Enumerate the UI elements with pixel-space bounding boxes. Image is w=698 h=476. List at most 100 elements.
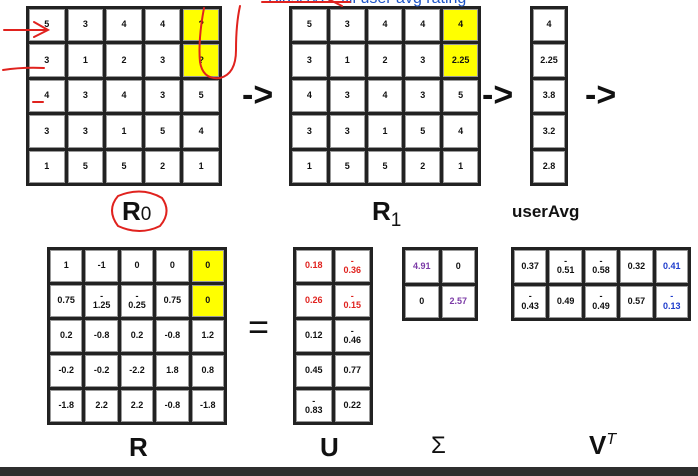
label-sigma: Σ	[431, 432, 446, 459]
vt-cell-1-2: - 0.49	[584, 285, 618, 318]
vt-cell-1-3: 0.57	[620, 285, 653, 318]
vt-cell-0-1: - 0.51	[549, 250, 582, 283]
sigma-cell-1-1: 2.57	[441, 285, 475, 318]
r-cell-3-3: 1.8	[156, 355, 189, 387]
r-cell-1-4: 0	[191, 285, 224, 317]
r1-cell-3-1: 3	[329, 115, 365, 148]
r0-cell-2-2: 4	[106, 79, 142, 113]
arrow-r1-to-useravg: ->	[482, 76, 514, 114]
r0-cell-1-4: ?	[183, 44, 219, 77]
vt-cell-0-4: 0.41	[655, 250, 688, 283]
r1-cell-2-4: 5	[443, 79, 478, 113]
r1-cell-0-1: 3	[329, 9, 365, 42]
r1-cell-4-0: 1	[292, 150, 327, 183]
r-cell-4-1: 2.2	[85, 390, 118, 422]
u-cell-3-1: 0.77	[334, 355, 370, 387]
u-cell-0-1: - 0.36	[334, 250, 370, 282]
r1-cell-3-3: 5	[405, 115, 441, 148]
r-cell-0-1: -1	[85, 250, 118, 282]
r-cell-4-4: -1.8	[191, 390, 224, 422]
r1-cell-1-4: 2.25	[443, 44, 478, 77]
u-cell-2-0: 0.12	[296, 320, 332, 352]
equals-sign: =	[248, 306, 270, 347]
r-cell-1-0: 0.75	[50, 285, 83, 317]
r1-cell-2-3: 3	[405, 79, 441, 113]
r0-cell-1-0: 3	[29, 44, 65, 77]
label-vt: VT	[589, 430, 616, 461]
r-cell-1-2: - 0.25	[120, 285, 154, 317]
r-cell-0-3: 0	[156, 250, 189, 282]
label-r1-sub: 1	[390, 210, 402, 231]
label-vt-sup: T	[606, 431, 617, 448]
r0-cell-2-3: 3	[144, 79, 181, 113]
arrow-r0-to-r1: ->	[242, 76, 274, 114]
r-cell-3-4: 0.8	[191, 355, 224, 387]
label-r1-main: R	[372, 196, 391, 226]
r0-cell-4-2: 5	[106, 150, 142, 183]
r0-cell-0-3: 4	[144, 9, 181, 42]
r-cell-2-3: -0.8	[156, 320, 189, 352]
r1-cell-1-1: 1	[329, 44, 365, 77]
user-avg-cell-4-0: 2.8	[533, 150, 565, 183]
r0-cell-3-3: 5	[144, 115, 181, 148]
r0-cell-3-0: 3	[29, 115, 65, 148]
u-cell-2-1: - 0.46	[334, 320, 370, 352]
u-cell-3-0: 0.45	[296, 355, 332, 387]
vt-cell-1-4: - 0.13	[655, 285, 688, 318]
u-cell-4-0: - 0.83	[296, 390, 332, 422]
r1-cell-1-2: 2	[367, 44, 403, 77]
r1-cell-4-1: 5	[329, 150, 365, 183]
r0-cell-2-4: 5	[183, 79, 219, 113]
u-cell-4-1: 0.22	[334, 390, 370, 422]
r-cell-1-3: 0.75	[156, 285, 189, 317]
sigma-cell-0-1: 0	[441, 250, 475, 283]
r1-cell-0-2: 4	[367, 9, 403, 42]
r-cell-1-1: - 1.25	[85, 285, 118, 317]
u-cell-1-1: - 0.15	[334, 285, 370, 317]
r-cell-2-1: -0.8	[85, 320, 118, 352]
label-r: R	[129, 432, 148, 462]
r1-cell-4-2: 5	[367, 150, 403, 183]
r1-cell-1-3: 3	[405, 44, 441, 77]
label-r0: R0	[122, 196, 151, 227]
r0-cell-2-0: 4	[29, 79, 65, 113]
r-cell-4-0: -1.8	[50, 390, 83, 422]
r-cell-2-0: 0.2	[50, 320, 83, 352]
r-cell-0-0: 1	[50, 250, 83, 282]
vt-cell-0-0: 0.37	[514, 250, 547, 283]
bottom-bar	[0, 467, 698, 476]
label-u: U	[320, 432, 339, 462]
r0-cell-3-1: 3	[67, 115, 104, 148]
r-cell-2-4: 1.2	[191, 320, 224, 352]
r0-cell-3-2: 1	[106, 115, 142, 148]
r1-cell-1-0: 3	[292, 44, 327, 77]
r1-cell-0-4: 4	[443, 9, 478, 42]
u-cell-1-0: 0.26	[296, 285, 332, 317]
r0-cell-0-2: 4	[106, 9, 142, 42]
r0-cell-4-0: 1	[29, 150, 65, 183]
r1-cell-3-4: 4	[443, 115, 478, 148]
r0-cell-2-1: 3	[67, 79, 104, 113]
r0-cell-4-3: 2	[144, 150, 181, 183]
r1-cell-3-0: 3	[292, 115, 327, 148]
u-cell-0-0: 0.18	[296, 250, 332, 282]
r1-cell-2-0: 4	[292, 79, 327, 113]
user-avg-cell-1-0: 2.25	[533, 44, 565, 77]
label-r1: R1	[372, 196, 401, 231]
user-avg-cell-0-0: 4	[533, 9, 565, 42]
r0-cell-1-2: 2	[106, 44, 142, 77]
r1-cell-2-1: 3	[329, 79, 365, 113]
vt-cell-1-0: - 0.43	[514, 285, 547, 318]
caption-annotation: BiasSVD: fill user avg rating	[268, 0, 466, 8]
user-avg-cell-2-0: 3.8	[533, 79, 565, 113]
r-cell-4-2: 2.2	[120, 390, 154, 422]
user-avg-cell-3-0: 3.2	[533, 115, 565, 148]
r-cell-0-2: 0	[120, 250, 154, 282]
label-r0-main: R	[122, 196, 141, 226]
r0-cell-3-4: 4	[183, 115, 219, 148]
r1-cell-2-2: 4	[367, 79, 403, 113]
